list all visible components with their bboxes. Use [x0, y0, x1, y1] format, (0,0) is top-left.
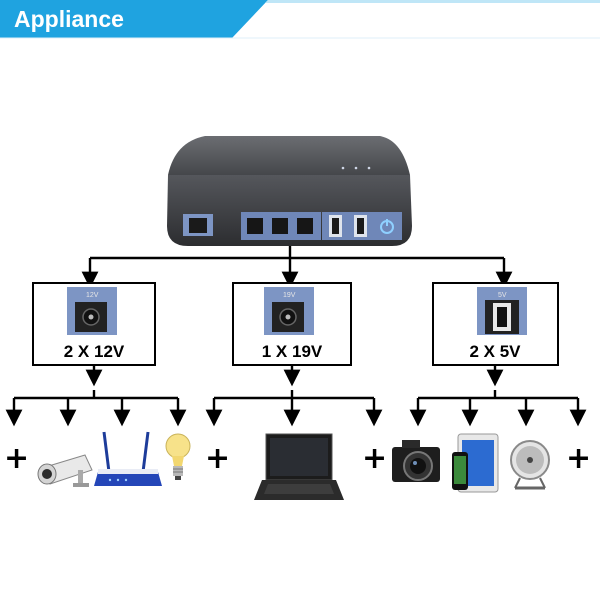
plus-symbol: +: [205, 441, 230, 476]
branch-12v: [5, 365, 187, 427]
port-tag-12v: 12V: [86, 292, 99, 299]
dc-output-panel: [241, 212, 321, 240]
page-title: Appliance: [14, 6, 124, 32]
output-label-5v: 2 X 5V: [469, 342, 521, 361]
led-indicator-icon: [367, 166, 371, 170]
header-band-fill: [0, 0, 268, 38]
branch-5v: [409, 365, 587, 427]
phone-tablet-icon: [452, 433, 499, 493]
dc-jack-icon: [297, 218, 313, 234]
power-supply-unit: [167, 136, 412, 246]
header-band-shape: [0, 0, 600, 39]
unit-top-surface: [168, 136, 410, 175]
dc-jack-icon: [272, 218, 288, 234]
digital-camera-icon: [392, 440, 440, 482]
cctv-camera-icon: [37, 454, 93, 487]
branch-19v: [205, 365, 383, 427]
output-label-19v: 1 X 19V: [262, 342, 323, 361]
laptop-icon: [254, 433, 344, 500]
output-box-19v: 19V 1 X 19V: [232, 282, 352, 366]
led-indicator-icon: [354, 166, 358, 170]
usb-port-icon: [485, 300, 519, 334]
plus-symbol: +: [362, 441, 387, 476]
header-stripe: [265, 0, 600, 3]
port-tag-19v: 19V: [283, 292, 296, 299]
status-leds: [341, 166, 371, 170]
dc-jack-icon: [75, 302, 107, 332]
led-indicator-icon: [341, 166, 345, 170]
plus-symbol: +: [4, 441, 29, 476]
output-label-12v: 2 X 12V: [64, 342, 125, 361]
output-box-12v: 12V 2 X 12V: [32, 282, 156, 366]
output-box-5v: 5V 2 X 5V: [432, 282, 559, 366]
dc-jack-icon: [247, 218, 263, 234]
dc-jack-icon: [272, 302, 304, 332]
header-band: Appliance: [0, 0, 600, 40]
port-tag-5v: 5V: [498, 292, 507, 299]
usb-output-panel: [322, 212, 402, 240]
wifi-router-icon: [94, 431, 162, 486]
usb-fan-icon: [510, 440, 550, 490]
plus-symbol: +: [566, 441, 591, 476]
light-bulb-icon: [165, 433, 191, 480]
dc-input-port: [183, 214, 213, 236]
main-branch-lines: [81, 246, 513, 289]
